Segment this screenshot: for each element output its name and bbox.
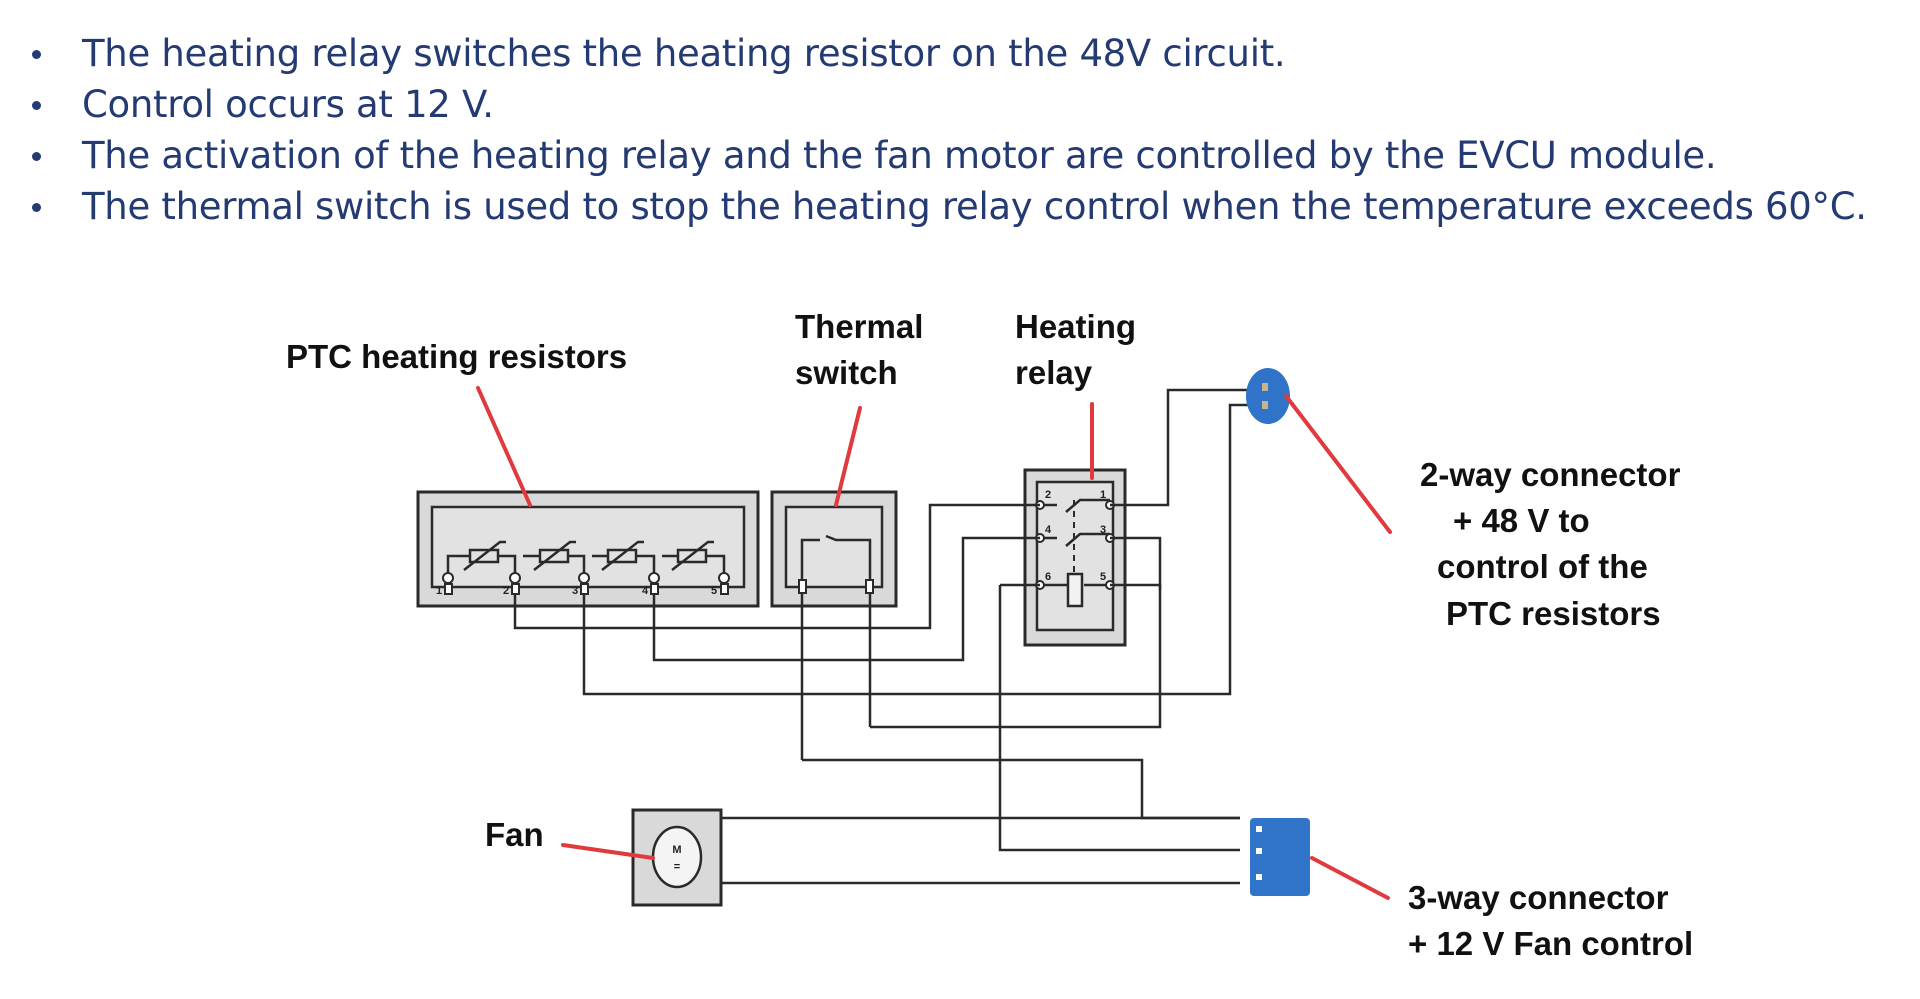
ptc-pin-label: 1 [436,585,442,597]
bullet-item: The thermal switch is used to stop the h… [24,181,1867,232]
label-2way-line1: 2-way connector [1420,456,1681,493]
label-3way-line1: 3-way connector [1408,879,1669,916]
bullet-dot-icon [32,152,41,161]
motor-dc-symbol: = [674,861,680,873]
label-thermal-switch-line2: switch [795,354,898,391]
relay-pin-label: 4 [1045,524,1052,536]
bullet-dot-icon [32,203,41,212]
bullet-item: The heating relay switches the heating r… [24,28,1867,79]
ptc-pin-label: 4 [642,585,649,597]
three-way-connector-icon [1250,818,1310,896]
pointer-fan [561,843,655,860]
pointer-thermal [834,406,862,507]
ptc-resistor-2-icon [533,540,576,571]
relay-pin-label: 5 [1100,571,1106,583]
two-way-connector-icon [1246,368,1290,424]
ptc-pin-label: 5 [711,585,717,597]
ptc-resistor-4-icon [671,540,714,571]
label-2way-line2: + 48 V to [1453,502,1590,539]
bullet-item: Control occurs at 12 V. [24,79,1867,130]
ptc-resistor-3-icon [601,540,644,571]
ptc-pin-label: 3 [572,585,578,597]
pointer-3way [1310,856,1390,900]
thermal-switch-block [770,490,898,608]
relay-coil-icon [1066,572,1084,608]
ptc-pins: 1 2 3 4 5 [436,572,730,597]
pointer-ptc [476,386,532,507]
bullet-list: The heating relay switches the heating r… [24,28,1867,232]
label-ptc-heating-resistors: PTC heating resistors [286,338,628,375]
label-3way-line2: + 12 V Fan control [1408,925,1694,962]
thermal-housing-inner [784,505,884,589]
label-2way-line4: PTC resistors [1446,595,1661,632]
label-2way-line3: control of the [1437,548,1648,585]
wires [513,388,1250,885]
label-thermal-switch-line1: Thermal [795,308,924,345]
ptc-resistor-1-icon [463,540,506,571]
ptc-resistor-block: 1 2 3 4 5 [416,490,760,608]
heating-relay-block: 2 1 4 3 6 5 [1023,468,1127,647]
relay-pin-label: 2 [1045,489,1051,501]
thermal-contact-icon [800,534,872,584]
relay-pin-label: 3 [1100,524,1106,536]
label-heating-relay-line2: relay [1015,354,1093,391]
relay-pin-label: 1 [1100,489,1106,501]
label-fan: Fan [485,816,544,853]
label-heating-relay-line1: Heating [1015,308,1137,345]
relay-pin-label: 6 [1045,571,1051,583]
bullet-item: The activation of the heating relay and … [24,130,1867,181]
bullet-dot-icon [32,50,41,59]
bullet-dot-icon [32,101,41,110]
motor-letter: M [672,844,681,856]
pointer-2way [1284,394,1392,534]
motor-icon [651,825,703,889]
ptc-pin-label: 2 [503,585,509,597]
